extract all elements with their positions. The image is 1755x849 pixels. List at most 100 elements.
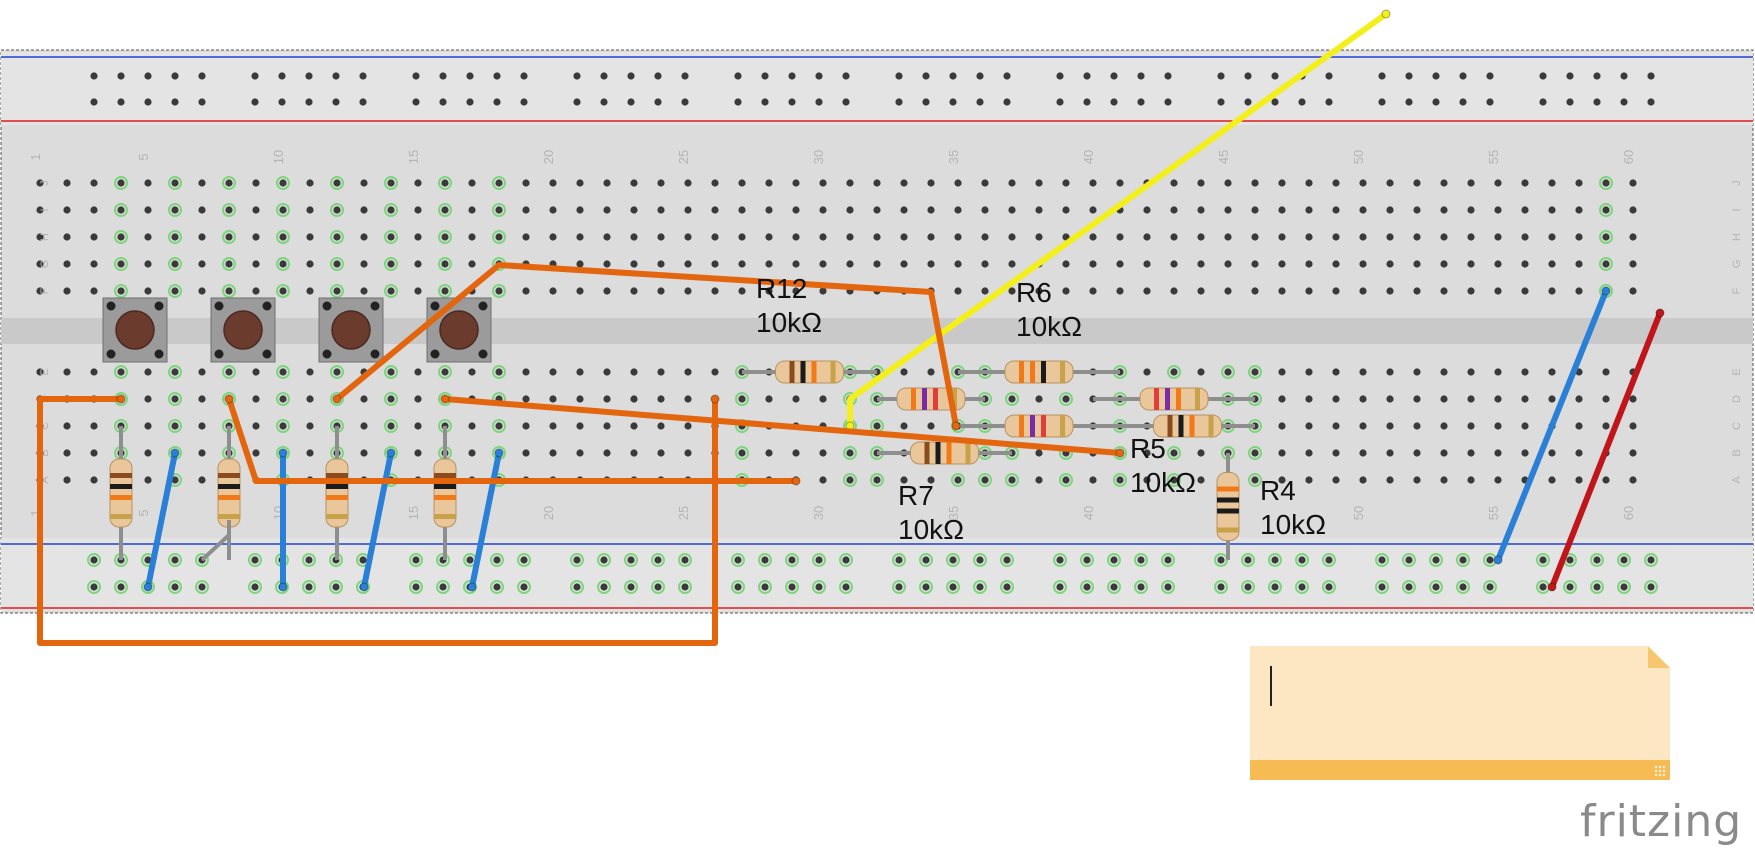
hole[interactable]	[1575, 476, 1583, 484]
rail-hole[interactable]	[466, 72, 474, 80]
rail-hole[interactable]	[1110, 98, 1118, 106]
rail-hole[interactable]	[439, 98, 447, 106]
hole[interactable]	[819, 395, 827, 403]
hole[interactable]	[198, 206, 206, 214]
hole[interactable]	[1278, 395, 1286, 403]
sticky-note[interactable]	[1250, 646, 1670, 780]
hole[interactable]	[63, 179, 71, 187]
hole[interactable]	[1413, 233, 1421, 241]
hole[interactable]	[1035, 395, 1043, 403]
wire-end[interactable]	[1381, 9, 1391, 19]
resistor-r7[interactable]	[877, 441, 1012, 465]
rail-hole[interactable]	[1271, 556, 1279, 564]
hole[interactable]	[63, 368, 71, 376]
hole[interactable]	[1602, 260, 1610, 268]
button-cap[interactable]	[115, 310, 155, 350]
wire-end[interactable]	[1493, 555, 1503, 565]
hole[interactable]	[738, 179, 746, 187]
wire-path[interactable]	[334, 262, 959, 429]
hole[interactable]	[1116, 233, 1124, 241]
rail-hole[interactable]	[815, 98, 823, 106]
rail-hole[interactable]	[895, 98, 903, 106]
hole[interactable]	[1386, 449, 1394, 457]
hole[interactable]	[90, 260, 98, 268]
rail-hole[interactable]	[171, 72, 179, 80]
hole[interactable]	[1224, 260, 1232, 268]
hole[interactable]	[981, 179, 989, 187]
hole[interactable]	[576, 395, 584, 403]
hole[interactable]	[1629, 206, 1637, 214]
rail-hole[interactable]	[976, 583, 984, 591]
rail-hole[interactable]	[1217, 72, 1225, 80]
hole[interactable]	[1143, 476, 1151, 484]
hole[interactable]	[306, 422, 314, 430]
rail-hole[interactable]	[1378, 98, 1386, 106]
rail-hole[interactable]	[1003, 583, 1011, 591]
resistor-r6[interactable]	[958, 360, 1120, 384]
hole[interactable]	[36, 179, 44, 187]
hole[interactable]	[306, 260, 314, 268]
hole[interactable]	[1332, 395, 1340, 403]
hole[interactable]	[1332, 260, 1340, 268]
hole[interactable]	[144, 449, 152, 457]
rail-hole[interactable]	[1298, 556, 1306, 564]
rail-hole[interactable]	[520, 583, 528, 591]
resistor-r4[interactable]	[1216, 453, 1240, 560]
parts[interactable]	[102, 297, 1255, 562]
rail-hole[interactable]	[1056, 72, 1064, 80]
hole[interactable]	[1359, 395, 1367, 403]
hole[interactable]	[792, 287, 800, 295]
hole[interactable]	[1413, 422, 1421, 430]
hole[interactable]	[144, 368, 152, 376]
hole[interactable]	[1305, 287, 1313, 295]
rail-hole[interactable]	[949, 556, 957, 564]
rail-hole[interactable]	[654, 98, 662, 106]
hole[interactable]	[1305, 206, 1313, 214]
hole[interactable]	[630, 206, 638, 214]
note-resize-bar[interactable]	[1250, 760, 1670, 780]
rail-hole[interactable]	[1647, 556, 1655, 564]
hole[interactable]	[495, 179, 503, 187]
hole[interactable]	[1089, 233, 1097, 241]
hole[interactable]	[1359, 368, 1367, 376]
hole[interactable]	[1440, 287, 1448, 295]
hole[interactable]	[144, 206, 152, 214]
hole[interactable]	[468, 260, 476, 268]
hole[interactable]	[765, 260, 773, 268]
hole[interactable]	[144, 179, 152, 187]
rail-hole[interactable]	[1110, 556, 1118, 564]
rail-hole[interactable]	[573, 72, 581, 80]
hole[interactable]	[387, 233, 395, 241]
hole[interactable]	[1224, 233, 1232, 241]
hole[interactable]	[1467, 233, 1475, 241]
hole[interactable]	[1170, 206, 1178, 214]
hole[interactable]	[549, 449, 557, 457]
rail-hole[interactable]	[198, 72, 206, 80]
rail-hole[interactable]	[1378, 583, 1386, 591]
hole[interactable]	[36, 233, 44, 241]
rail-hole[interactable]	[600, 556, 608, 564]
rail-hole[interactable]	[117, 583, 125, 591]
wire-end[interactable]	[951, 421, 961, 431]
hole[interactable]	[144, 476, 152, 484]
rail-hole[interactable]	[1083, 72, 1091, 80]
hole[interactable]	[873, 422, 881, 430]
hole[interactable]	[522, 368, 530, 376]
hole[interactable]	[360, 206, 368, 214]
rail-hole[interactable]	[278, 98, 286, 106]
hole[interactable]	[738, 449, 746, 457]
hole[interactable]	[1548, 206, 1556, 214]
hole[interactable]	[171, 476, 179, 484]
rail-hole[interactable]	[976, 556, 984, 564]
hole[interactable]	[576, 179, 584, 187]
hole[interactable]	[36, 368, 44, 376]
hole[interactable]	[333, 179, 341, 187]
hole[interactable]	[1494, 422, 1502, 430]
hole[interactable]	[873, 206, 881, 214]
wire-end[interactable]	[467, 582, 477, 592]
hole[interactable]	[1332, 179, 1340, 187]
hole[interactable]	[1251, 233, 1259, 241]
hole[interactable]	[549, 206, 557, 214]
rail-hole[interactable]	[788, 98, 796, 106]
hole[interactable]	[1197, 260, 1205, 268]
